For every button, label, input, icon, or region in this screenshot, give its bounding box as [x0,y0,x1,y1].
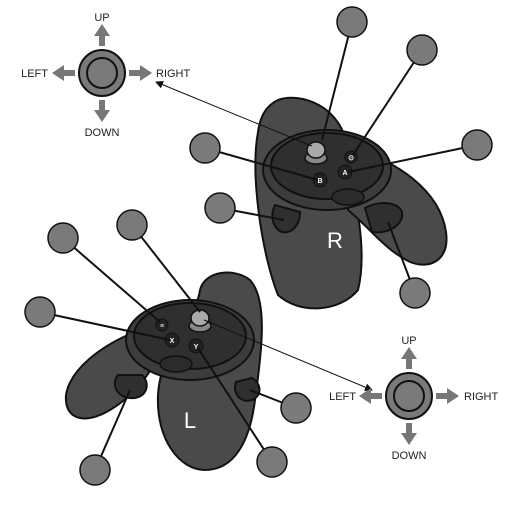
left-arrow-icon [52,65,75,81]
left-arrow-icon [359,388,382,404]
right-button-b-label: B [317,178,322,185]
direction-left-label: LEFT [21,68,48,80]
right-button-a-label: A [342,170,347,177]
right-arrow-icon [436,388,459,404]
callout-dot [79,454,111,486]
down-arrow-icon [401,423,417,445]
left-callouts [24,209,312,486]
left-button-x-label: X [170,338,175,345]
right-hand-trigger [271,203,302,234]
right-button-b: B [312,172,328,188]
left-stick-pointer-arrow [203,319,373,391]
up-arrow-icon [94,24,110,46]
stick-inner-ring [86,57,118,89]
direction-down-label: DOWN [392,450,427,462]
down-arrow-icon [94,100,110,122]
left-index-trigger [113,374,148,400]
callout-dot [256,446,288,478]
left-button-menu-label: ≡ [160,323,164,330]
direction-up-label: UP [94,12,109,24]
callout-line [352,49,423,156]
stick-inner-ring [393,380,425,412]
left-hand-label: L [184,408,196,433]
up-arrow-icon [401,347,417,369]
callout-dot [406,34,438,66]
direction-down-label: DOWN [85,127,120,139]
callout-line [131,224,201,313]
direction-right-label: RIGHT [464,391,499,403]
right-thumbrest [331,188,365,206]
left-thumbstick [190,309,210,327]
left-hand-trigger [234,376,261,402]
callout-dot [47,222,79,254]
callout-dot [336,6,368,38]
right-thumbstick [306,141,326,159]
callout-line [197,347,273,463]
left-button-y-label: Y [194,344,199,351]
callout-dot [189,132,221,164]
right-index-trigger [363,202,404,234]
callout-line [347,144,478,173]
callout-dot [116,209,148,241]
right-controller: B A ⊙ R [254,96,448,310]
right-hand-label: R [327,228,343,253]
callout-dot [280,392,312,424]
left-controller: ≡ X Y L [64,271,263,472]
right-stick-direction-pad: UP DOWN LEFT RIGHT [21,12,190,139]
callout-dot [399,277,431,309]
callout-line [204,147,319,181]
callout-line [62,237,161,323]
right-arrow-icon [129,65,152,81]
right-button-menu-label: ⊙ [348,155,354,162]
left-thumbrest [159,355,193,373]
right-stick-pointer-arrow [155,80,313,147]
right-callouts [189,6,493,309]
left-button-x: X [164,332,180,348]
direction-right-label: RIGHT [156,68,191,80]
callout-dot [204,192,236,224]
callout-dot [24,296,56,328]
callout-line [321,21,353,141]
left-stick-direction-pad: UP DOWN LEFT RIGHT [329,335,498,462]
right-face-plate [270,132,384,200]
direction-up-label: UP [401,335,416,347]
callout-line [39,311,171,341]
direction-left-label: LEFT [329,391,356,403]
callout-dot [461,129,493,161]
